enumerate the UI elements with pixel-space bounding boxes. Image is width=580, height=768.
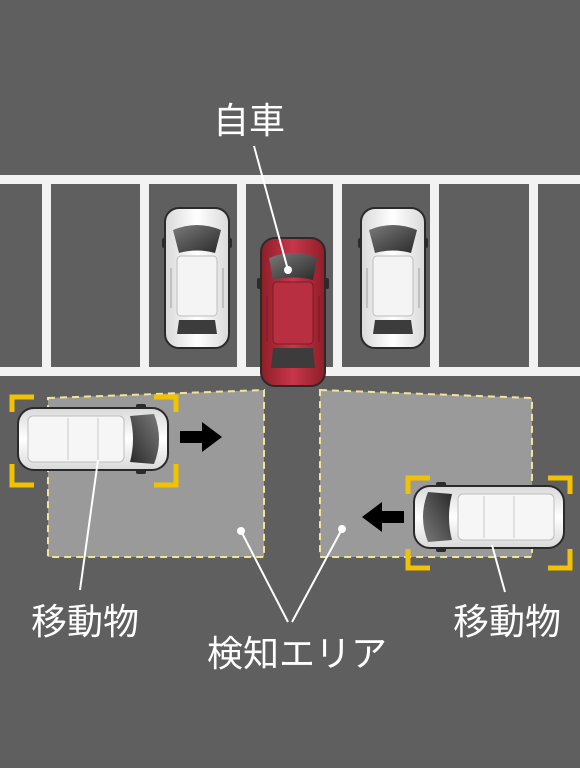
moving-car-right <box>413 481 565 553</box>
arrow-left-icon <box>362 502 404 532</box>
moving-object-label-right: 移動物 <box>453 602 561 643</box>
own-car-label: 自車 <box>213 101 285 142</box>
leader-dots <box>237 266 346 535</box>
parked-car-left <box>161 207 233 349</box>
arrow-right-icon <box>180 422 222 452</box>
leader-lines <box>79 145 506 623</box>
detection-bracket-right <box>405 475 573 571</box>
parked-car-right <box>357 207 429 349</box>
detection-area-label: 検知エリア <box>207 634 387 675</box>
moving-object-label-left: 移動物 <box>31 602 139 643</box>
detection-bracket-left <box>9 394 179 488</box>
own-car <box>256 237 330 387</box>
moving-car-left <box>17 403 169 475</box>
